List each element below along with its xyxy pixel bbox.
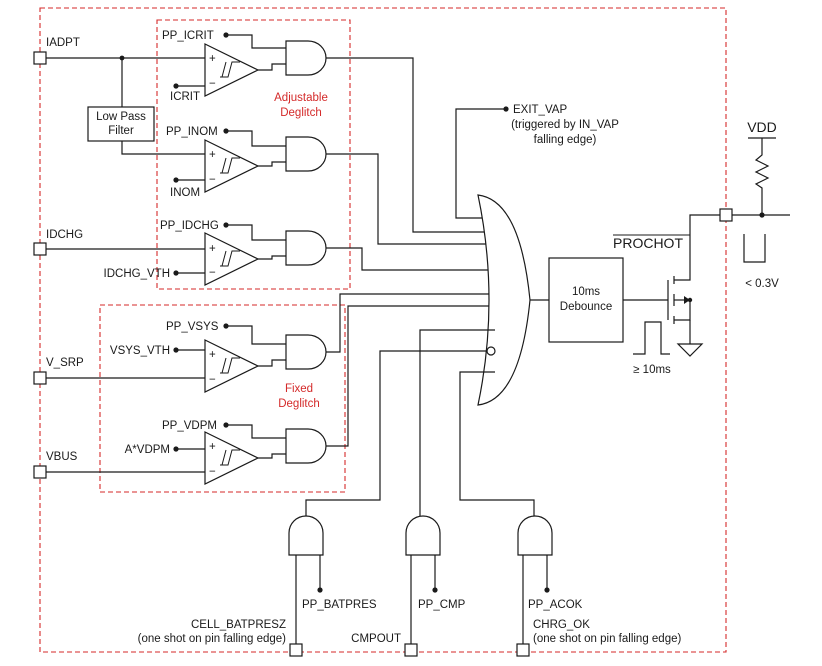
wire-vsys-out — [326, 293, 498, 353]
adjustable-label-1: Adjustable — [274, 92, 328, 104]
svg-text:−: − — [209, 466, 216, 478]
adjustable-label-2: Deglitch — [280, 107, 322, 119]
pin-v-srp-label: V_SRP — [46, 357, 84, 369]
nmos-transistor — [667, 214, 726, 344]
pin-idchg[interactable]: IDCHG — [33, 229, 83, 256]
svg-text:+: + — [209, 441, 216, 453]
comparator-icrit: + − — [204, 43, 260, 97]
pin-v-srp[interactable]: V_SRP — [33, 357, 84, 385]
svg-text:+: + — [209, 243, 216, 255]
svg-text:−: − — [209, 374, 216, 386]
pin-iadpt-label: IADPT — [46, 37, 80, 49]
pullup-resistor-icon — [754, 138, 770, 215]
enable-vsys: PP_VSYS — [166, 321, 219, 333]
pin-chrg-ok-label: CHRG_OK — [533, 619, 590, 631]
filter-label-2: Filter — [108, 125, 134, 137]
comparator-vsys: + − — [204, 339, 260, 393]
pin-chrg-ok[interactable] — [516, 643, 530, 657]
exit-vap-note-1: (triggered by IN_VAP — [511, 119, 619, 131]
wire-icrit-out — [326, 57, 498, 233]
pin-prochot[interactable] — [719, 208, 733, 222]
chip-boundary — [39, 7, 727, 653]
enable-inom: PP_INOM — [166, 126, 218, 138]
pin-cell-batpresz-note: (one shot on pin falling edge) — [138, 633, 286, 645]
svg-text:−: − — [209, 174, 216, 186]
wire-exit-vap — [455, 108, 506, 219]
low-pass-filter — [87, 106, 155, 142]
comparator-idchg: + − — [204, 232, 260, 286]
enable-idchg: PP_IDCHG — [160, 220, 219, 232]
svg-text:+: + — [209, 349, 216, 361]
and-gate-acok — [517, 515, 553, 556]
svg-text:−: − — [209, 267, 216, 279]
enable-vdpm: PP_VDPM — [162, 420, 217, 432]
ground-icon — [676, 343, 704, 357]
ref-a-vdpm: A*VDPM — [125, 444, 170, 456]
wire-or-to-acok-gate — [459, 371, 535, 516]
ref-inom: INOM — [170, 187, 200, 199]
low-pulse-waveform-icon — [743, 234, 766, 263]
wire-or-to-cmp-gate — [419, 329, 495, 516]
and-gate-vdpm — [285, 428, 327, 464]
adjustable-deglitch-box — [156, 19, 351, 290]
and-gate-idchg — [285, 230, 327, 266]
wire-or-to-batpres-gate — [305, 350, 487, 516]
pulse-label: ≥ 10ms — [633, 364, 671, 376]
fixed-label-1: Fixed — [285, 383, 313, 395]
enable-cmp: PP_CMP — [418, 599, 466, 611]
exit-vap-note-2: falling edge) — [534, 134, 597, 146]
exit-vap-label: EXIT_VAP — [513, 104, 567, 116]
pin-vbus[interactable]: VBUS — [33, 451, 78, 479]
pin-cmpout-label: CMPOUT — [351, 633, 401, 645]
comparator-inom: + − — [204, 139, 260, 193]
debounce-block — [548, 257, 624, 343]
wire-filter-out — [121, 141, 205, 155]
enable-icrit: PP_ICRIT — [162, 30, 214, 42]
and-gate-inom — [285, 136, 327, 172]
wire-vdpm-out — [326, 305, 498, 447]
and-gate-cmp — [405, 515, 441, 556]
enable-acok: PP_ACOK — [528, 599, 583, 611]
pulse-waveform-icon — [633, 321, 670, 355]
wire-inom-out — [326, 153, 498, 245]
pin-cell-batpresz[interactable] — [289, 643, 303, 657]
svg-text:−: − — [209, 78, 216, 90]
pin-vbus-label: VBUS — [46, 451, 78, 463]
vdd-label: VDD — [747, 119, 777, 135]
pin-cell-batpresz-label: CELL_BATPRESZ — [191, 619, 286, 631]
ref-vsys-vth: VSYS_VTH — [110, 345, 170, 357]
pin-idchg-label: IDCHG — [46, 229, 83, 241]
pin-chrg-ok-note: (one shot on pin falling edge) — [533, 633, 681, 645]
filter-label-1: Low Pass — [96, 111, 146, 123]
fixed-deglitch-box — [99, 304, 346, 493]
low-level-label: < 0.3V — [745, 278, 779, 290]
wire-idchg-out — [326, 247, 498, 271]
and-gate-batpres — [288, 515, 324, 556]
svg-text:+: + — [209, 53, 216, 65]
or-gate-inverting-input — [486, 346, 496, 356]
prochot-label: PROCHOT — [613, 235, 683, 251]
ref-icrit: ICRIT — [170, 91, 200, 103]
and-gate-icrit — [285, 40, 327, 76]
svg-text:+: + — [209, 149, 216, 161]
enable-batpres: PP_BATPRES — [302, 599, 377, 611]
comparator-vdpm: + − — [204, 431, 260, 485]
and-gate-vsys — [285, 334, 327, 370]
or-gate-main — [477, 194, 531, 406]
fixed-label-2: Deglitch — [278, 398, 320, 410]
pin-iadpt[interactable]: IADPT — [33, 37, 80, 65]
ref-idchg-vth: IDCHG_VTH — [104, 268, 170, 280]
pin-cmpout[interactable] — [404, 643, 418, 657]
debounce-label-1: 10ms — [572, 286, 600, 298]
debounce-label-2: Debounce — [560, 301, 612, 313]
